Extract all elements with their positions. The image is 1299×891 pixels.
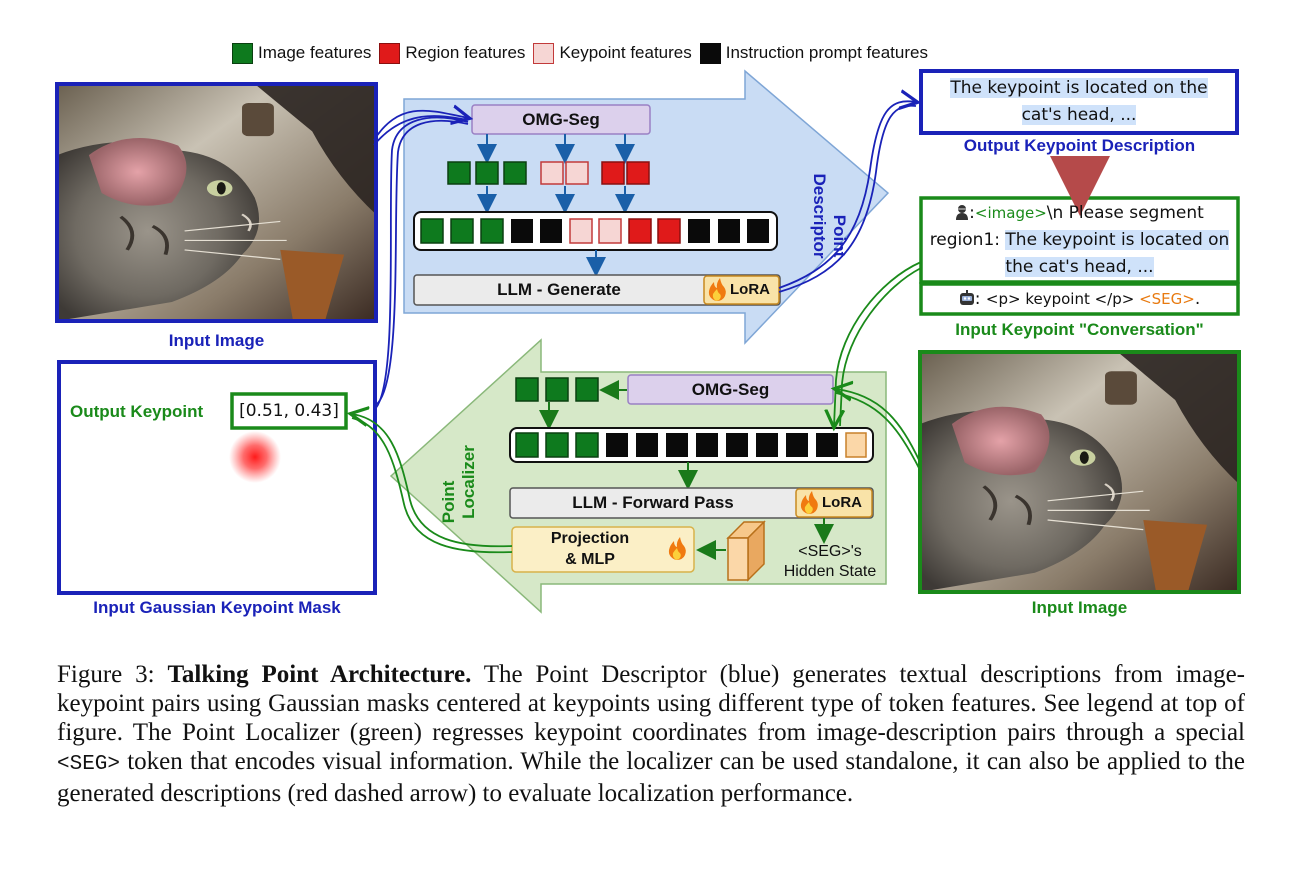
descriptor-llm-box [413,274,781,306]
input-image-left [55,82,378,323]
projection-label: Projection & MLP [520,528,660,570]
projection-mlp-box [511,526,695,573]
descriptor-title-line1: Point [830,214,849,258]
output-keypoint-label: Output Keypoint [70,402,204,421]
localizer-title-line2: Localizer [459,445,478,519]
gaussian-keypoint-blob [229,431,281,483]
legend-label-region: Region features [405,43,526,62]
localizer-title-line1: Point [439,480,458,524]
legend-swatch-instruction [699,42,721,64]
caption-seg-token: <SEG> [57,753,121,776]
descriptor-fire-icon [708,278,726,301]
localizer-image-feature-tokens [515,377,599,402]
localizer-title: Point Localizer [439,407,479,557]
conversation-title: Input Keypoint "Conversation" [955,320,1204,339]
legend-label-keypoint: Keypoint features [559,43,692,62]
projection-fire-icon [668,537,686,560]
localizer-lora-fire-icon [800,491,818,514]
localizer-llm-label: LLM - Forward Pass [572,493,734,512]
legend-swatch-region [379,42,401,64]
output-keypoint-value: [0.51, 0.43] [239,401,339,421]
input-image-right [918,350,1241,594]
legend-item-keypoint: Keypoint features [533,42,692,64]
descriptor-omg-seg-label: OMG-Seg [522,110,600,129]
assistant-text: <p> keypoint </p> [985,290,1140,308]
localizer-tokens [515,432,867,458]
caption-figure-label: Figure 3: [57,661,168,688]
image-tag: <image> [974,204,1047,222]
robot-avatar-icon [959,287,975,305]
output-description-title: Output Keypoint Description [963,136,1196,155]
hidden-state-label-line1: <SEG>'s [798,543,862,560]
caption-part1: The Point Descriptor (blue) generates te… [57,661,1246,746]
input-image-right-label: Input Image [1031,598,1128,617]
assistant-end: . [1194,289,1201,309]
user-text: \n Please segment region1: [929,203,1204,250]
descriptor-tokens [420,218,769,244]
legend-swatch-keypoint [533,42,555,64]
hidden-state-label: <SEG>'s Hidden State [772,542,888,582]
descriptor-lora-label: LoRA [730,281,770,298]
localizer-llm-box [509,487,874,519]
legend-swatch-image [232,42,253,64]
legend: Image features Region features Keypoint … [232,40,936,66]
descriptor-title: Point Descriptor [809,141,849,291]
user-avatar-icon [955,202,969,220]
conversation-user-text: :<image>\n Please segment region1: The k… [928,200,1231,281]
input-mask-label: Input Gaussian Keypoint Mask [93,598,341,617]
legend-label-instruction: Instruction prompt features [725,43,928,62]
legend-item-image: Image features [232,42,372,64]
localizer-lora-label: LoRA [822,494,862,511]
descriptor-title-line2: Descriptor [810,173,829,259]
descriptor-llm-label: LLM - Generate [497,280,621,299]
legend-item-instruction: Instruction prompt features [699,42,928,64]
localizer-token-sequence [509,427,874,463]
seg-tag: <SEG> [1139,290,1195,308]
output-description-text: The keypoint is located on the cat's hea… [930,75,1228,129]
hidden-state-block [726,520,766,582]
output-description-highlight: The keypoint is located on the cat's hea… [950,78,1208,125]
user-prefix: : [969,203,975,223]
output-keypoint-box [230,392,348,430]
assistant-prefix: : [974,289,986,309]
projection-label-line1: Projection [550,530,630,547]
user-highlight: The keypoint is located on the cat's hea… [1005,230,1230,277]
input-image-left-label: Input Image [168,331,265,350]
conversation-assistant-box [919,282,1240,316]
projection-label-line2: & MLP [565,551,615,568]
legend-label-image: Image features [258,43,372,62]
hidden-state-label-line2: Hidden State [783,563,877,580]
localizer-omg-seg-label: OMG-Seg [691,380,770,399]
legend-item-region: Region features [379,42,526,64]
caption-part2: token that encodes visual information. W… [57,748,1245,807]
descriptor-feature-groups [447,161,650,185]
conversation-assistant-text: : <p> keypoint </p> <SEG>. [921,285,1238,313]
figure-caption: Figure 3: Talking Point Architecture. Th… [57,660,1245,808]
diagram-canvas [55,69,1241,614]
caption-title: Talking Point Architecture. [167,661,472,688]
